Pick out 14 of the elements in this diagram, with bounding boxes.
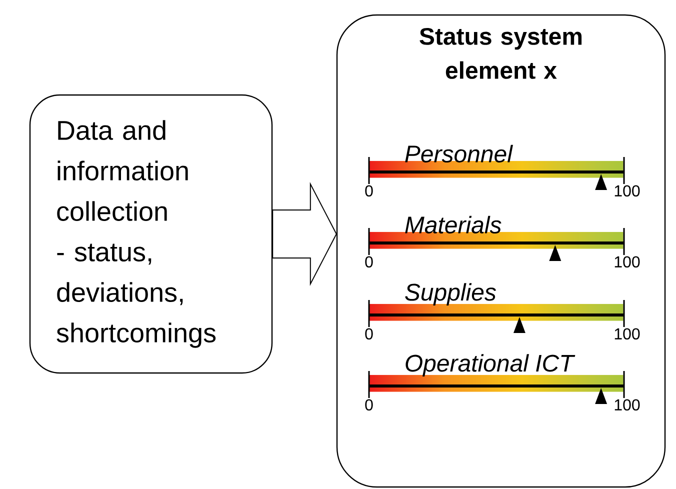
gauge-bar: Personnel <box>368 144 625 184</box>
scale-label: 100 <box>614 185 640 197</box>
gauge-bar: Supplies <box>368 283 625 327</box>
text-box: Data and information collection - status, deviations, shortcomings <box>29 94 273 374</box>
scale-label: 0 <box>365 185 373 197</box>
block-arrow <box>272 182 337 286</box>
scale-label: 0 <box>365 328 373 340</box>
scale-label: 100 <box>614 256 640 268</box>
scale-label: 100 <box>614 328 640 340</box>
scale-label: 0 <box>365 256 373 268</box>
gauge-bar: Operational ICT <box>368 354 625 398</box>
gauge-bar: Materials <box>368 216 625 255</box>
scale-label: 100 <box>614 399 640 411</box>
scale-label: 0 <box>365 399 373 411</box>
